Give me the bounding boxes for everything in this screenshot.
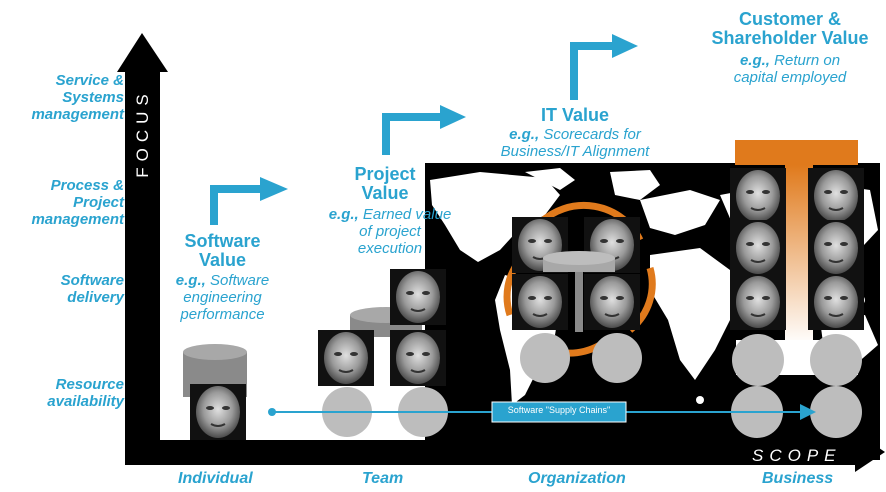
x-axis	[125, 432, 885, 472]
y-axis-arrowhead	[117, 33, 168, 72]
x-label-organization: Organization	[528, 470, 626, 487]
stage-title-it: IT Value	[540, 105, 610, 125]
team-face-left	[317, 329, 375, 387]
x-axis-title: SCOPE	[752, 446, 842, 465]
stage-example-customer: e.g., Return on capital employed	[733, 52, 847, 86]
team-face-top	[389, 268, 447, 326]
nodes	[322, 333, 862, 438]
supply-chain-box	[491, 401, 627, 423]
stage-arrow-2	[382, 105, 466, 155]
organization-cylinder	[543, 251, 615, 332]
stage-title-customer: Customer &Shareholder Value	[711, 9, 869, 48]
y-axis	[117, 33, 168, 463]
x-label-team: Team	[362, 470, 404, 487]
x-label-individual: Individual	[178, 470, 253, 487]
supply-chain-label: Software "Supply Chains"	[507, 405, 611, 415]
x-axis-arrowhead	[855, 432, 885, 472]
stage-arrow-1	[210, 177, 288, 225]
x-label-business: Business	[762, 470, 834, 487]
stage-example-it: e.g., Scorecards for Business/IT Alignme…	[500, 126, 650, 160]
team-face-right	[389, 329, 447, 387]
individual-face	[189, 383, 247, 441]
stage-arrow-3	[570, 34, 638, 100]
